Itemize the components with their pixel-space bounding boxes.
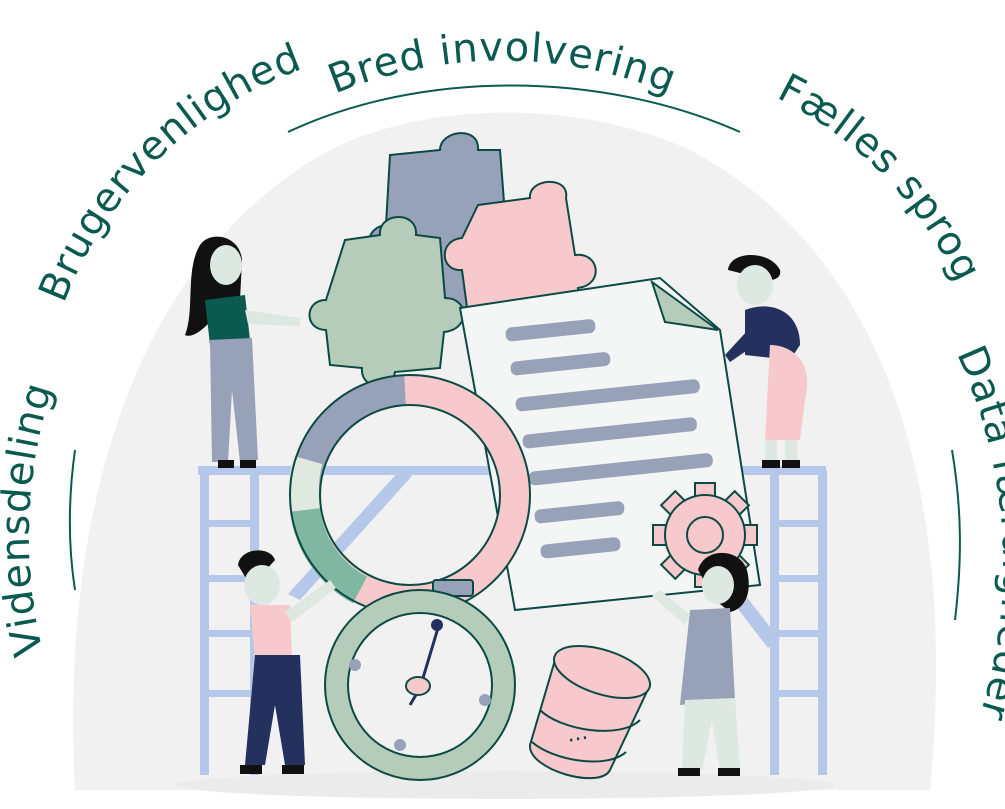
frame-arc-right bbox=[951, 449, 961, 621]
label-top: Bred involvering bbox=[322, 24, 683, 103]
puzzle-piece-green bbox=[308, 216, 465, 387]
person-woman-top-left bbox=[185, 236, 300, 468]
person-woman-top-right bbox=[725, 255, 808, 468]
label-left: Vidensdeling bbox=[0, 377, 62, 660]
frame-arc-left bbox=[68, 449, 76, 591]
database-icon: ... bbox=[528, 644, 652, 780]
database-label: ... bbox=[565, 720, 590, 748]
ground-shadow bbox=[175, 771, 835, 799]
label-right: Data færdigheder bbox=[948, 339, 1005, 726]
gear-icon bbox=[652, 482, 758, 588]
person-woman-right bbox=[652, 552, 749, 776]
person-man-left bbox=[238, 550, 336, 774]
frame-arc-top bbox=[287, 84, 741, 133]
gauge-icon bbox=[324, 579, 516, 781]
